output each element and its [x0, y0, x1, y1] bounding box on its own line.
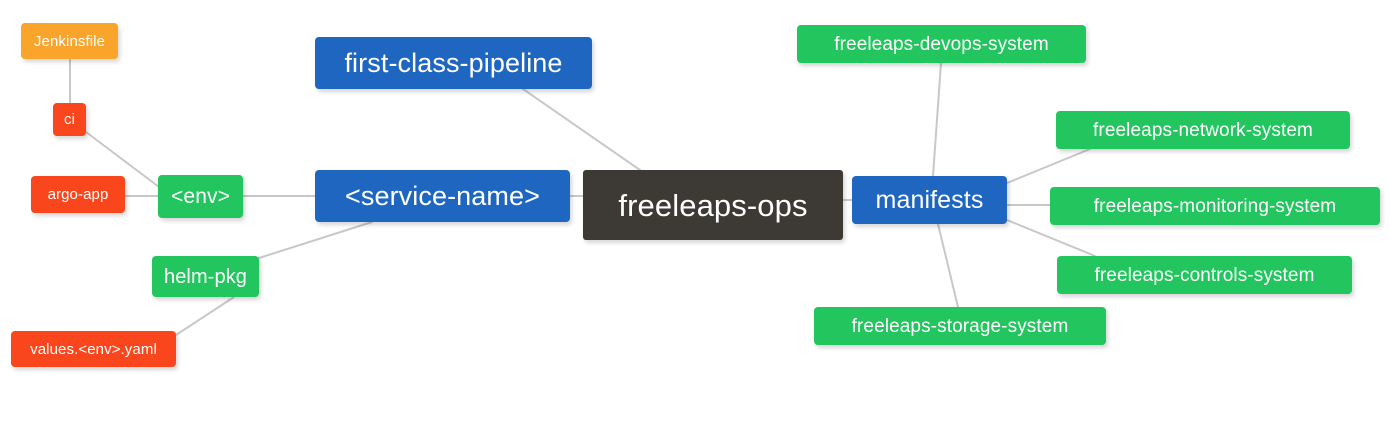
edge-helm-pkg-to-service-name [258, 221, 373, 259]
node-controls[interactable]: freeleaps-controls-system [1057, 256, 1352, 294]
node-first-class[interactable]: first-class-pipeline [315, 37, 592, 89]
node-devops[interactable]: freeleaps-devops-system [797, 25, 1086, 63]
node-label: freeleaps-network-system [1093, 119, 1313, 141]
node-label: first-class-pipeline [344, 47, 563, 78]
node-helm-pkg[interactable]: helm-pkg [152, 256, 259, 297]
node-label: ci [63, 111, 76, 128]
edge-manifests-to-controls [1006, 219, 1096, 257]
node-label: freeleaps-monitoring-system [1093, 195, 1337, 217]
node-label: freeleaps-storage-system [851, 315, 1069, 337]
node-jenkinsfile[interactable]: Jenkinsfile [21, 23, 118, 59]
node-service-name[interactable]: <service-name> [315, 170, 570, 222]
node-label: manifests [875, 185, 984, 214]
edge-manifests-to-storage [937, 223, 959, 308]
node-argo-app[interactable]: argo-app [31, 176, 125, 213]
node-env[interactable]: <env> [158, 175, 243, 218]
node-ci[interactable]: ci [53, 103, 86, 136]
edge-manifests-to-devops [932, 62, 942, 177]
edge-manifests-to-network [1006, 148, 1091, 184]
node-monitoring[interactable]: freeleaps-monitoring-system [1050, 187, 1380, 225]
node-freeleaps-ops[interactable]: freeleaps-ops [583, 170, 843, 240]
node-label: freeleaps-devops-system [834, 33, 1049, 55]
node-label: freeleaps-ops [618, 187, 808, 223]
node-label: Jenkinsfile [33, 32, 106, 50]
node-values-yaml[interactable]: values.<env>.yaml [11, 331, 176, 367]
edge-values-yaml-to-helm-pkg [175, 296, 235, 336]
node-label: <env> [171, 185, 230, 208]
node-label: <service-name> [345, 180, 540, 211]
node-manifests[interactable]: manifests [852, 176, 1007, 224]
node-label: values.<env>.yaml [30, 340, 157, 358]
node-label: argo-app [47, 186, 109, 203]
node-storage[interactable]: freeleaps-storage-system [814, 307, 1106, 345]
node-label: freeleaps-controls-system [1094, 264, 1315, 286]
edge-first-class-to-freeleaps-ops [522, 88, 641, 171]
node-label: helm-pkg [163, 265, 248, 288]
node-network[interactable]: freeleaps-network-system [1056, 111, 1350, 149]
